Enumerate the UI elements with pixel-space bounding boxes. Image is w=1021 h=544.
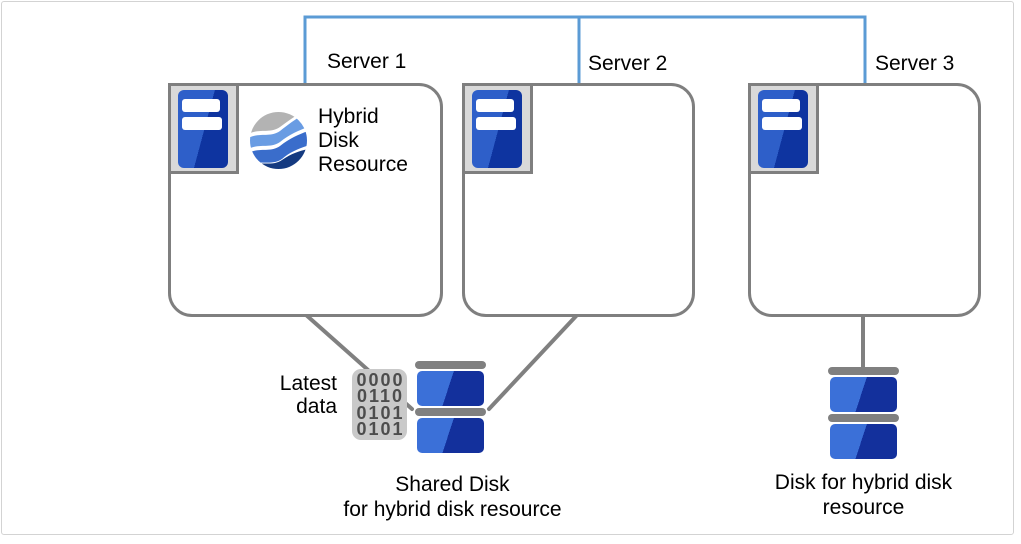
shared-disk-caption: Shared Disk for hybrid disk resource xyxy=(330,472,575,522)
hybrid-disk-resource-sphere-icon xyxy=(250,112,307,169)
shared-disk-icon xyxy=(415,361,486,453)
disk-cap xyxy=(828,414,899,422)
server-tower xyxy=(758,90,808,168)
disk-cap xyxy=(415,361,486,369)
hybrid-disk-icon xyxy=(828,367,899,459)
server2-to-shared-disk-line xyxy=(487,312,580,411)
shared-disk-caption-line: Shared Disk xyxy=(395,473,510,496)
server-tower xyxy=(472,90,522,168)
hybrid-disk-resource-label: Hybrid Disk Resource xyxy=(318,105,408,177)
latest-data-line: Latest xyxy=(279,372,337,395)
drive-bay-slot xyxy=(762,117,802,130)
hybrid-label-line: Hybrid xyxy=(318,105,379,128)
latest-data-label: Latest data xyxy=(240,372,337,418)
drive-bay-slot xyxy=(762,99,800,112)
disk-platter xyxy=(830,424,897,459)
hybrid-label-line: Resource xyxy=(318,153,408,176)
disk-cap xyxy=(415,408,486,416)
disk-cap xyxy=(828,367,899,375)
canvas-border xyxy=(1,1,1014,535)
server3-tower-icon xyxy=(748,83,819,174)
hybrid-disk-caption-line: Disk for hybrid disk xyxy=(774,471,953,494)
latest-data-line: data xyxy=(296,395,337,418)
hybrid-label-line: Disk xyxy=(318,129,359,152)
binary-data-icon: 0000 0110 0101 0101 xyxy=(352,369,407,440)
drive-bay-slot xyxy=(476,117,516,130)
disk-platter xyxy=(830,377,897,412)
binary-row: 0101 xyxy=(356,402,405,423)
hybrid-disk-caption: Disk for hybrid disk resource xyxy=(740,470,987,520)
disk-platter xyxy=(417,371,484,406)
server3-label: Server 3 xyxy=(875,52,955,75)
interconnect-line xyxy=(303,15,867,86)
drive-bay-slot xyxy=(182,117,222,130)
server2-box xyxy=(462,83,695,317)
binary-row: 0101 xyxy=(356,419,405,439)
shared-disk-caption-line: for hybrid disk resource xyxy=(343,498,562,521)
hybrid-disk-caption-line: resource xyxy=(822,496,905,519)
drive-bay-slot xyxy=(182,99,220,112)
drive-bay-slot xyxy=(476,99,514,112)
server2-tower-icon xyxy=(462,83,533,174)
disk-platter xyxy=(417,418,484,453)
server1-label: Server 1 xyxy=(327,50,407,73)
binary-row: 0000 xyxy=(356,369,405,390)
binary-row: 0110 xyxy=(356,386,405,406)
server-tower xyxy=(178,90,228,168)
server1-tower-icon xyxy=(168,83,239,174)
server2-label: Server 2 xyxy=(588,52,668,75)
